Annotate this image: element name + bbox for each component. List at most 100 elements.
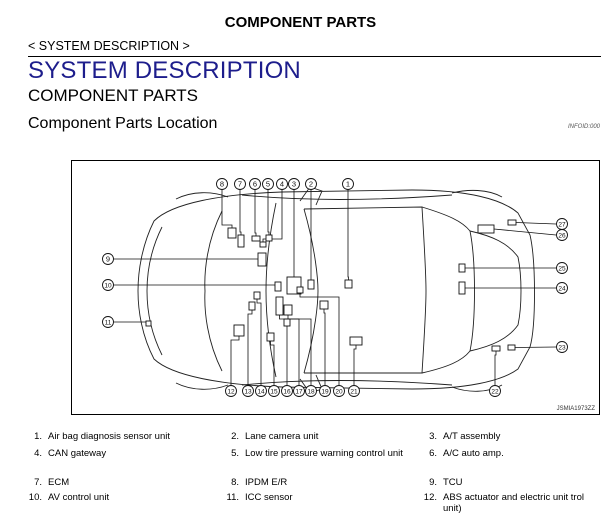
- callout-circle: [249, 178, 261, 190]
- callout-25: 25: [458, 262, 568, 274]
- callout-3: 3: [286, 178, 302, 295]
- callout-10: 10: [102, 279, 282, 292]
- callout-8: 8: [216, 178, 237, 239]
- callout-21: 21: [348, 336, 363, 397]
- callout-15: 15: [266, 332, 280, 397]
- callout-number: 1: [346, 180, 350, 189]
- leader-line: [239, 190, 242, 235]
- component-marker: [507, 344, 516, 351]
- subsection-title: COMPONENT PARTS: [28, 86, 199, 105]
- legend-text: TCU: [443, 477, 463, 488]
- leader-line: [353, 345, 357, 385]
- location-title: Component Parts Location: [28, 115, 218, 132]
- leader-line: [267, 190, 270, 235]
- legend-text: ABS actuator and electric unit trol unit…: [443, 492, 584, 514]
- component-marker: [145, 320, 152, 327]
- leader-line: [494, 351, 497, 385]
- leader-line: [247, 310, 253, 385]
- callout-number: 15: [270, 389, 278, 396]
- callout-circle: [102, 279, 114, 291]
- component-marker: [265, 234, 273, 242]
- callout-number: 11: [105, 320, 112, 327]
- component-marker: [248, 301, 256, 311]
- callout-circle: [102, 253, 114, 265]
- callout-number: 16: [283, 389, 291, 396]
- callout-number: 9: [106, 255, 110, 264]
- callout-circle: [281, 385, 293, 397]
- legend-number: 1.: [34, 431, 42, 442]
- component-marker: [283, 304, 293, 316]
- callout-7: 7: [234, 178, 246, 248]
- legend-text: IPDM E/R: [245, 477, 288, 488]
- legend-number: 3.: [429, 431, 437, 442]
- leader-line: [254, 190, 257, 236]
- callout-circle: [242, 385, 254, 397]
- callout-circle: [288, 178, 300, 190]
- component-marker: [507, 219, 517, 226]
- component-marker: [296, 286, 304, 294]
- component-marker: [275, 296, 284, 316]
- leader-line: [230, 336, 240, 385]
- callout-circle: [225, 385, 237, 397]
- leader-line: [221, 190, 233, 228]
- callout-13: 13: [242, 301, 256, 397]
- legend-number: 9.: [429, 477, 437, 488]
- callout-number: 26: [558, 233, 566, 240]
- component-marker: [319, 300, 329, 310]
- legend-text: A/T assembly: [443, 431, 501, 442]
- car-outline: [137, 186, 535, 394]
- component-marker: [477, 224, 495, 234]
- callout-circle: [293, 385, 305, 397]
- callout-5: 5: [262, 178, 274, 242]
- legend-number: 8.: [231, 477, 239, 488]
- callout-22: 22: [489, 345, 501, 397]
- component-marker: [233, 324, 245, 337]
- callout-16: 16: [281, 318, 293, 397]
- leader-line: [262, 190, 283, 242]
- legend-text: ECM: [48, 477, 70, 488]
- component-marker: [307, 279, 315, 290]
- callout-circle: [342, 178, 354, 190]
- component-marker: [253, 291, 261, 300]
- legend-text: Low tire pressure warning control unit: [245, 448, 403, 459]
- callout-number: 19: [321, 389, 329, 396]
- page-header: COMPONENT PARTS: [224, 14, 377, 31]
- legend-number: 4.: [34, 448, 42, 459]
- callout-circle: [556, 218, 568, 230]
- callout-number: 4: [280, 180, 284, 189]
- callout-number: 27: [558, 222, 566, 229]
- legend-text: AV control unit: [48, 492, 110, 503]
- callout-number: 8: [220, 180, 224, 189]
- callout-circle: [556, 341, 568, 353]
- callout-circle: [556, 282, 568, 294]
- legend-text: ICC sensor: [245, 492, 293, 503]
- leader-line: [270, 341, 275, 385]
- callout-circle: [276, 178, 288, 190]
- breadcrumb[interactable]: < SYSTEM DESCRIPTION >: [28, 39, 190, 53]
- callout-circle: [255, 385, 267, 397]
- callout-circle: [319, 385, 331, 397]
- callout-number: 20: [335, 389, 343, 396]
- section-title: SYSTEM DESCRIPTION: [28, 57, 301, 84]
- leader-line: [493, 228, 557, 236]
- legend-text: Air bag diagnosis sensor unit: [48, 431, 170, 442]
- callout-circle: [216, 178, 228, 190]
- leader-line: [514, 346, 557, 348]
- header-divider: [28, 56, 601, 57]
- callout-number: 17: [295, 389, 303, 396]
- legend-number: 2.: [231, 431, 239, 442]
- callout-6: 6: [249, 178, 261, 242]
- callout-number: 6: [253, 180, 257, 189]
- leader-line: [287, 315, 312, 385]
- callout-circle: [102, 316, 114, 328]
- callout-number: 12: [227, 389, 235, 396]
- leader-line: [114, 258, 259, 260]
- legend-number: 7.: [34, 477, 42, 488]
- info-id: INFOID:000: [568, 124, 601, 130]
- component-marker: [344, 279, 353, 289]
- legend-number: 12.: [423, 492, 437, 503]
- legend-number: 10.: [28, 492, 42, 503]
- component-marker: [259, 241, 267, 248]
- component-marker: [458, 263, 466, 273]
